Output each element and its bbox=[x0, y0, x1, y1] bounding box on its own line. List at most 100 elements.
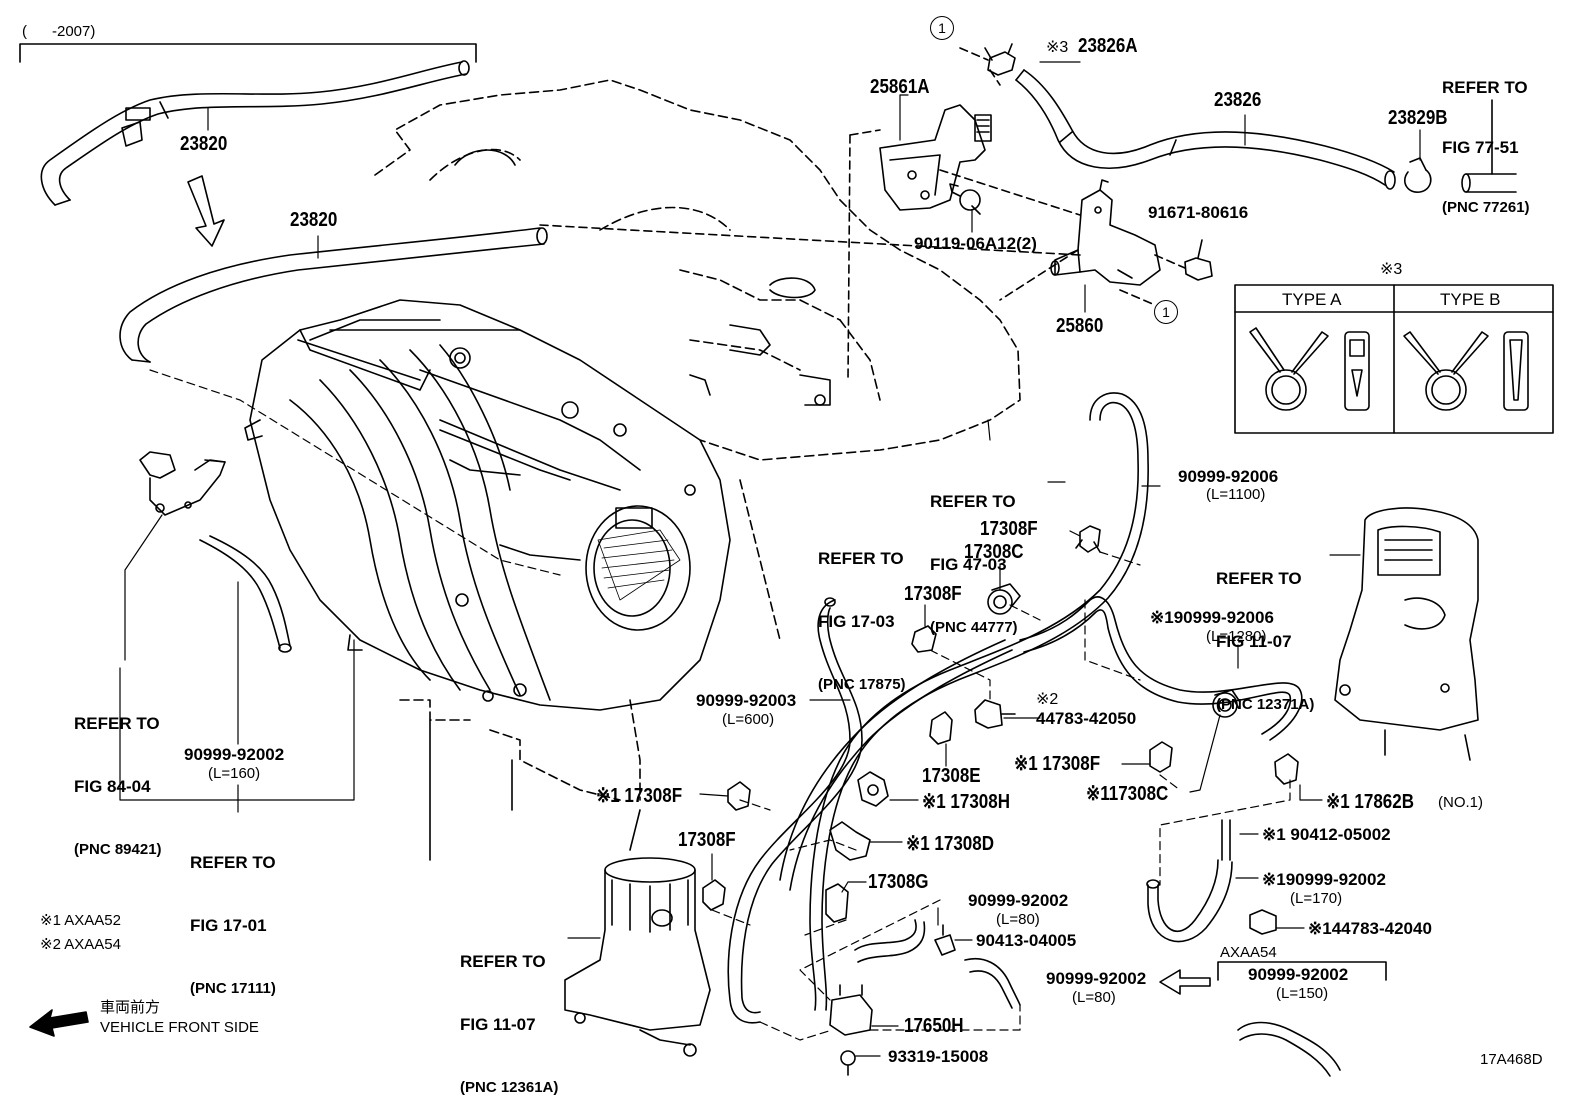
length-1100: (L=1100) bbox=[1206, 486, 1266, 503]
part-90999-92002-a[interactable]: 90999-92002 bbox=[184, 745, 285, 764]
refer-17-01[interactable]: REFER TO FIG 17-01 (PNC 17111) bbox=[190, 810, 276, 1020]
refer-17-01-line3: (PNC 17111) bbox=[190, 980, 276, 997]
refer-11-07-b-line1: REFER TO bbox=[460, 952, 546, 971]
part-17308D[interactable]: ※1 17308D bbox=[906, 833, 994, 855]
part-23829B[interactable]: 23829B bbox=[1388, 107, 1448, 129]
part-17308F-b[interactable]: 17308F bbox=[904, 583, 962, 605]
header-bracket bbox=[20, 44, 476, 62]
circle-ref-1-bottom: 1 bbox=[1154, 300, 1178, 324]
refer-84-04-line3: (PNC 89421) bbox=[74, 841, 162, 858]
direction-arrow bbox=[188, 176, 224, 246]
part-90999-92002-b[interactable]: 90999-92002 bbox=[968, 891, 1069, 910]
part-44783-42050[interactable]: 44783-42050 bbox=[1036, 709, 1137, 728]
refer-11-07-b-line2: FIG 11-07 bbox=[460, 1015, 536, 1034]
refer-17-03-line2: FIG 17-03 bbox=[818, 612, 895, 631]
note-axaa52: ※1 AXAA52 bbox=[40, 912, 121, 929]
type-b-label: TYPE B bbox=[1440, 290, 1501, 309]
part-90413[interactable]: 90413-04005 bbox=[976, 931, 1077, 950]
check-valve-44783-42050 bbox=[975, 700, 1015, 728]
part-90999-92002-c[interactable]: 90999-92002 bbox=[1046, 969, 1147, 988]
part-17308G[interactable]: 17308G bbox=[868, 871, 929, 893]
refer-11-07-a-line3: (PNC 12371A) bbox=[1216, 696, 1315, 713]
part-17308H[interactable]: ※1 17308H bbox=[922, 791, 1010, 813]
bolt-91671 bbox=[1185, 240, 1212, 280]
vsv-25860 bbox=[1051, 180, 1160, 285]
part-90999-92002-e[interactable]: 90999-92002 bbox=[1248, 965, 1349, 984]
part-90119[interactable]: 90119-06A12(2) bbox=[914, 234, 1037, 253]
refer-77-51-line3: (PNC 77261) bbox=[1442, 199, 1530, 216]
clip-17308F-e bbox=[703, 880, 725, 910]
part-23820-mid[interactable]: 23820 bbox=[290, 209, 338, 231]
hose-90999-92002-l80a bbox=[855, 920, 924, 962]
refer-47-03[interactable]: REFER TO FIG 47-03 (PNC 44777) bbox=[930, 449, 1018, 659]
hose-bundle bbox=[780, 640, 1012, 890]
part-23820-top[interactable]: 23820 bbox=[180, 133, 228, 155]
refer-17-03[interactable]: REFER TO FIG 17-03 (PNC 17875) bbox=[818, 506, 906, 716]
clip-23826A bbox=[985, 44, 1015, 75]
refer-77-51[interactable]: REFER TO FIG 77-51 (PNC 77261) bbox=[1442, 38, 1530, 238]
pipe-stub-77261 bbox=[1462, 100, 1516, 192]
part-23826A[interactable]: 23826A bbox=[1078, 35, 1138, 57]
part-25861A[interactable]: 25861A bbox=[870, 76, 930, 98]
part-93319[interactable]: 93319-15008 bbox=[888, 1047, 989, 1066]
hose-90999-92006-l1280 bbox=[1020, 597, 1302, 740]
part-90999-92006-b[interactable]: ※190999-92006 bbox=[1150, 608, 1274, 627]
hose-90999-92002-l80b bbox=[965, 959, 1020, 1008]
figure-id: 17A468D bbox=[1480, 1051, 1543, 1068]
refer-11-07-a-line1: REFER TO bbox=[1216, 569, 1302, 588]
part-23826[interactable]: 23826 bbox=[1214, 89, 1262, 111]
part-90999-92006-a[interactable]: 90999-92006 bbox=[1178, 467, 1279, 486]
hose-23820-mid bbox=[120, 228, 547, 362]
canister-12361A bbox=[565, 858, 710, 1056]
axaa54-header: AXAA54 bbox=[1220, 944, 1277, 961]
hose-90999-92002-l160 bbox=[200, 536, 291, 652]
clip-17308F-d bbox=[728, 782, 750, 810]
part-91671[interactable]: 91671-80616 bbox=[1148, 203, 1249, 222]
note-axaa54: ※2 AXAA54 bbox=[40, 936, 121, 953]
canister-12371A bbox=[1335, 508, 1478, 760]
vsv-17650H bbox=[830, 985, 872, 1035]
part-17862B[interactable]: ※1 17862B bbox=[1326, 791, 1414, 813]
length-1280: (L=1280) bbox=[1206, 628, 1267, 645]
bolt-93319 bbox=[841, 1051, 855, 1075]
part-90999-92002-d[interactable]: ※190999-92002 bbox=[1262, 870, 1386, 889]
clip-23829B bbox=[1405, 158, 1431, 192]
engine-block-detail bbox=[455, 150, 830, 405]
part-17308C-a[interactable]: 17308C bbox=[964, 541, 1024, 563]
engine-lower-outline bbox=[400, 700, 640, 800]
vehicle-front-jp: 車両前方 bbox=[100, 999, 161, 1016]
throttle-body bbox=[586, 506, 690, 630]
part-17650H[interactable]: 17650H bbox=[904, 1015, 964, 1037]
part-17308F-e[interactable]: 17308F bbox=[678, 829, 736, 851]
part-25860[interactable]: 25860 bbox=[1056, 315, 1104, 337]
part-17308F-a[interactable]: 17308F bbox=[980, 518, 1038, 540]
refer-11-07-b-line3: (PNC 12361A) bbox=[460, 1079, 559, 1096]
clip-17308G bbox=[826, 884, 848, 922]
refer-11-07-a[interactable]: REFER TO FIG 11-07 (PNC 12371A) bbox=[1216, 526, 1314, 736]
dashed-leaders bbox=[150, 370, 1290, 1040]
refer-84-04[interactable]: REFER TO FIG 84-04 (PNC 89421) bbox=[74, 671, 162, 881]
part-44783-42040[interactable]: ※144783-42040 bbox=[1308, 919, 1432, 938]
part-17308E[interactable]: 17308E bbox=[922, 765, 981, 787]
clip-17308F-a bbox=[1076, 526, 1100, 552]
clamp-17308C-b bbox=[1213, 690, 1240, 717]
refer-47-03-line2: FIG 47-03 bbox=[930, 555, 1007, 574]
refer-17-03-line1: REFER TO bbox=[818, 549, 904, 568]
refer-84-04-line2: FIG 84-04 bbox=[74, 777, 151, 796]
refer-11-07-b[interactable]: REFER TO FIG 11-07 (PNC 12361A) bbox=[460, 909, 558, 1099]
axaa54-bracket bbox=[1218, 962, 1386, 980]
part-17308C-b[interactable]: ※117308C bbox=[1086, 783, 1169, 805]
refer-11-07-a-line2: FIG 11-07 bbox=[1216, 632, 1292, 651]
clip-17308E bbox=[930, 712, 952, 744]
clip-type-table bbox=[1235, 285, 1553, 433]
hose-23820-top bbox=[41, 61, 469, 205]
intake-manifold bbox=[245, 300, 730, 710]
part-17308F-c[interactable]: ※1 17308F bbox=[1014, 753, 1101, 775]
refer-17-03-line3: (PNC 17875) bbox=[818, 676, 906, 693]
part-17308F-d[interactable]: ※1 17308F bbox=[596, 785, 683, 807]
hose-90999-92003-l600 bbox=[728, 598, 862, 1023]
hose-90999-92002-l170 bbox=[1147, 820, 1232, 942]
hose-23826 bbox=[1016, 70, 1395, 189]
part-90999-92003[interactable]: 90999-92003 bbox=[696, 691, 797, 710]
part-90412[interactable]: ※1 90412-05002 bbox=[1262, 825, 1391, 844]
